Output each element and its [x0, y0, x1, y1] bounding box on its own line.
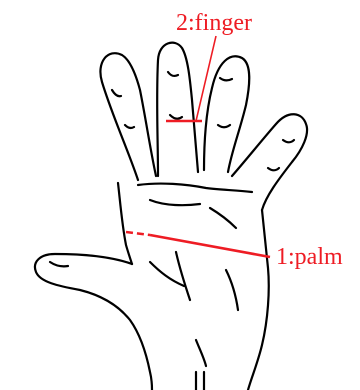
palm-left-edge: [118, 183, 132, 264]
finger-leader-line: [196, 36, 216, 121]
index-finger: [100, 53, 156, 180]
palm-label: 1:palm: [276, 244, 343, 270]
palm-measure-dashed: [126, 232, 150, 235]
thumb: [35, 254, 152, 390]
palm-right-edge: [248, 210, 269, 390]
middle-finger: [157, 43, 198, 176]
little-finger: [232, 114, 307, 210]
ring-finger: [204, 56, 249, 172]
finger-label: 2:finger: [176, 10, 252, 36]
hand-outline: [35, 43, 307, 390]
palm-top-crease: [138, 184, 252, 192]
palm-measure-line: [150, 235, 270, 257]
